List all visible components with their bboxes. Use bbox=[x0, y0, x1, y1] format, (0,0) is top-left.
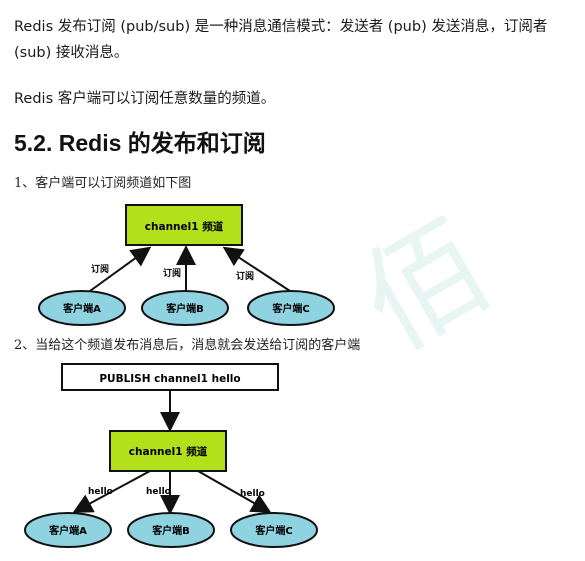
client-2c bbox=[230, 512, 318, 548]
edge-c bbox=[222, 246, 291, 292]
client-2b bbox=[127, 512, 215, 548]
client-2a-label: 客户端A bbox=[48, 524, 87, 537]
section-heading: 5.2. Redis 的发布和订阅 bbox=[14, 130, 266, 156]
edge-2c bbox=[197, 470, 272, 513]
publish-label: PUBLISH channel1 hello bbox=[99, 373, 240, 385]
client-2b-label: 客户端B bbox=[151, 524, 190, 537]
client-b-label: 客户端B bbox=[165, 302, 204, 315]
edge-label-2c: hello bbox=[240, 489, 265, 499]
edge-label-2b: hello bbox=[146, 487, 171, 497]
edge-label-b: 订阅 bbox=[163, 267, 181, 279]
subscribe-diagram: channel1 频道 订阅 订阅 订阅 客户端A 客户端B 客户端C bbox=[38, 204, 335, 326]
edge-label-c: 订阅 bbox=[236, 270, 254, 282]
client-2a bbox=[24, 512, 112, 548]
intro-paragraph: Redis 发布订阅 (pub/sub) 是一种消息通信模式：发送者 (pub)… bbox=[14, 19, 548, 61]
edge-label-2a: hello bbox=[88, 487, 113, 497]
step-2-caption: 2、当给这个频道发布消息后，消息就会发送给订阅的客户端 bbox=[14, 338, 361, 353]
publish-box bbox=[61, 363, 279, 391]
channel-label-2: channel1 频道 bbox=[129, 445, 208, 458]
channel-box bbox=[125, 204, 243, 246]
channel-label: channel1 频道 bbox=[145, 220, 224, 233]
edge-2a bbox=[72, 470, 151, 513]
client-a-label: 客户端A bbox=[62, 302, 101, 315]
client-b bbox=[141, 290, 229, 326]
channel-box-2 bbox=[109, 430, 227, 472]
client-a bbox=[38, 290, 126, 326]
clients-paragraph: Redis 客户端可以订阅任意数量的频道。 bbox=[14, 91, 276, 107]
publish-diagram: PUBLISH channel1 hello channel1 频道 hello… bbox=[24, 363, 318, 548]
step-1-caption: 1、客户端可以订阅频道如下图 bbox=[14, 176, 192, 191]
client-c-label: 客户端C bbox=[271, 302, 309, 315]
client-c bbox=[247, 290, 335, 326]
edge-label-a: 订阅 bbox=[91, 263, 109, 275]
client-2c-label: 客户端C bbox=[254, 524, 292, 537]
edge-a bbox=[89, 246, 152, 292]
